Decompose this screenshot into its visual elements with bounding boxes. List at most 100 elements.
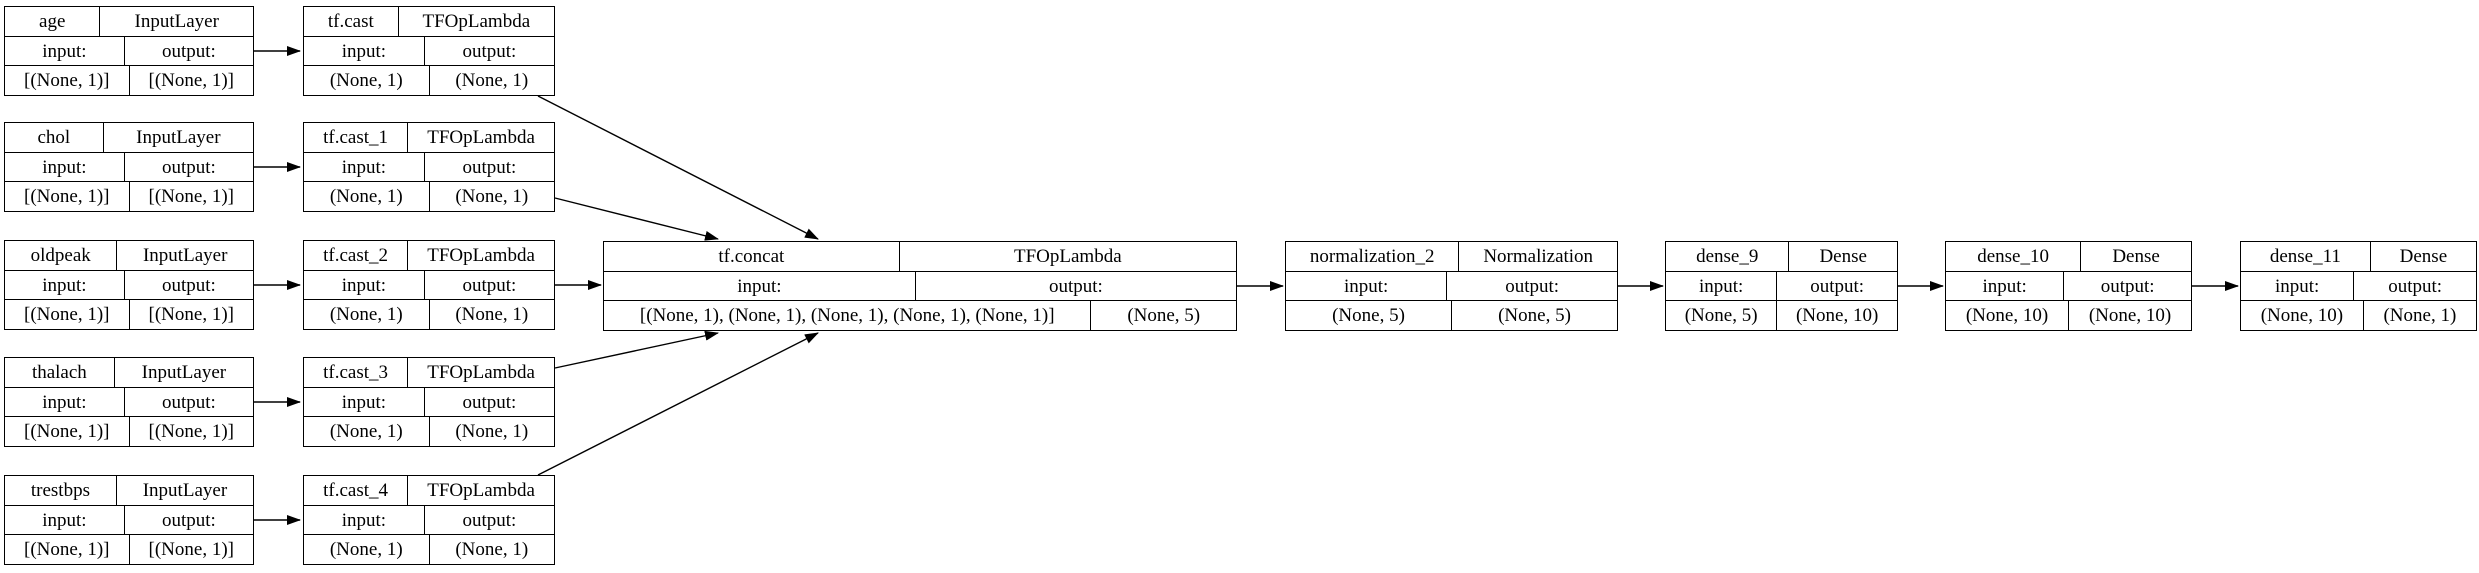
input-shape: (None, 1): [329, 186, 403, 208]
layer-name: dense_11: [2269, 245, 2341, 267]
layer-name: tf.cast_2: [323, 244, 389, 266]
output-label: output:: [2353, 271, 2476, 301]
layer-name: dense_9: [1696, 245, 1759, 267]
output-label: output:: [423, 152, 554, 182]
layer-class: TFOpLambda: [407, 476, 554, 505]
edge-tf-cast-4-tf-concat: [537, 332, 819, 476]
input-shape: (None, 10): [1965, 305, 2049, 327]
node-trestbps: trestbps InputLayer input: output: [(Non…: [4, 475, 254, 565]
output-shape: (None, 1): [2362, 301, 2476, 331]
input-label: input:: [341, 509, 387, 531]
layer-class: TFOpLambda: [898, 242, 1236, 271]
output-shape: [(None, 1)]: [128, 66, 254, 96]
output-shape: [(None, 1)]: [128, 535, 254, 565]
layer-class: Dense: [1788, 242, 1897, 271]
layer-name: tf.cast_1: [323, 126, 389, 148]
layer-name: thalach: [31, 361, 87, 383]
node-age: age InputLayer input: output: [(None, 1)…: [4, 6, 254, 96]
node-tf-cast-1: tf.cast_1 TFOpLambda input: output: (Non…: [303, 122, 555, 212]
output-shape: (None, 1): [428, 66, 555, 96]
input-shape: (None, 10): [2260, 305, 2344, 327]
output-shape: (None, 1): [428, 182, 555, 212]
input-shape: (None, 1): [329, 70, 403, 92]
node-normalization-2: normalization_2 Normalization input: out…: [1285, 241, 1618, 331]
input-label: input:: [1343, 275, 1389, 297]
edge-tf-cast-3-tf-concat: [554, 330, 719, 369]
layer-name: normalization_2: [1309, 245, 1435, 267]
input-label: input:: [737, 275, 782, 297]
node-dense-11: dense_11 Dense input: output: (None, 10)…: [2240, 241, 2477, 331]
input-label: input:: [341, 274, 387, 296]
output-shape: [(None, 1)]: [128, 182, 254, 212]
input-shape: (None, 1): [329, 539, 403, 561]
edge-tf-cast-1-tf-concat: [554, 197, 719, 241]
layer-name: tf.cast_3: [323, 361, 389, 383]
output-shape: [(None, 1)]: [128, 300, 254, 330]
input-label: input:: [42, 391, 87, 413]
layer-class: TFOpLambda: [407, 358, 554, 387]
input-label: input:: [1982, 275, 2027, 297]
layer-name: oldpeak: [30, 244, 91, 266]
node-tf-cast-2: tf.cast_2 TFOpLambda input: output: (Non…: [303, 240, 555, 330]
node-oldpeak: oldpeak InputLayer input: output: [(None…: [4, 240, 254, 330]
output-shape: (None, 1): [428, 300, 555, 330]
layer-class: InputLayer: [116, 241, 253, 270]
node-dense-10: dense_10 Dense input: output: (None, 10)…: [1945, 241, 2192, 331]
input-shape: [(None, 1)]: [24, 539, 110, 561]
input-shape: [(None, 1)]: [24, 304, 110, 326]
output-label: output:: [123, 270, 253, 300]
input-label: input:: [2274, 275, 2320, 297]
layer-name: tf.cast_4: [323, 479, 389, 501]
layer-class: Dense: [2369, 242, 2476, 271]
input-shape: [(None, 1)]: [24, 186, 110, 208]
layer-name: trestbps: [30, 479, 90, 501]
output-shape: (None, 10): [2068, 301, 2191, 331]
layer-class: InputLayer: [102, 123, 253, 152]
output-label: output:: [423, 270, 554, 300]
output-label: output:: [123, 505, 253, 535]
input-label: input:: [1698, 275, 1744, 297]
layer-name: chol: [37, 126, 71, 148]
input-shape: (None, 1): [329, 421, 403, 443]
node-tf-concat: tf.concat TFOpLambda input: output: [(No…: [603, 241, 1237, 331]
input-label: input:: [341, 40, 387, 62]
node-tf-cast-4: tf.cast_4 TFOpLambda input: output: (Non…: [303, 475, 555, 565]
output-shape: (None, 10): [1776, 301, 1897, 331]
input-label: input:: [341, 156, 387, 178]
layer-class: TFOpLambda: [397, 7, 554, 36]
output-shape: (None, 1): [428, 417, 555, 447]
output-label: output:: [423, 505, 554, 535]
output-label: output:: [1776, 271, 1897, 301]
output-label: output:: [423, 36, 554, 66]
node-dense-9: dense_9 Dense input: output: (None, 5) (…: [1665, 241, 1898, 331]
input-label: input:: [42, 509, 87, 531]
output-shape: (None, 5): [1090, 301, 1236, 331]
output-shape: (None, 5): [1451, 301, 1617, 331]
input-shape: [(None, 1)]: [24, 70, 110, 92]
input-shape: (None, 5): [1332, 305, 1405, 327]
layer-class: InputLayer: [115, 476, 253, 505]
input-label: input:: [42, 40, 87, 62]
layer-name: tf.cast: [327, 10, 374, 32]
output-label: output:: [1446, 271, 1617, 301]
output-shape: (None, 1): [428, 535, 555, 565]
layer-class: TFOpLambda: [407, 241, 554, 270]
output-label: output:: [123, 36, 253, 66]
output-label: output:: [123, 387, 253, 417]
layer-class: InputLayer: [113, 358, 253, 387]
output-label: output:: [423, 387, 554, 417]
input-label: input:: [42, 274, 87, 296]
node-chol: chol InputLayer input: output: [(None, 1…: [4, 122, 254, 212]
output-label: output:: [914, 271, 1236, 301]
node-thalach: thalach InputLayer input: output: [(None…: [4, 357, 254, 447]
input-shape: [(None, 1)]: [24, 421, 110, 443]
layer-class: InputLayer: [99, 7, 253, 36]
input-shape: (None, 1): [329, 304, 403, 326]
output-shape: [(None, 1)]: [128, 417, 254, 447]
layer-name: age: [39, 10, 66, 32]
input-label: input:: [42, 156, 87, 178]
layer-name: tf.concat: [718, 245, 785, 267]
layer-name: dense_10: [1977, 245, 2049, 267]
output-label: output:: [2063, 271, 2191, 301]
